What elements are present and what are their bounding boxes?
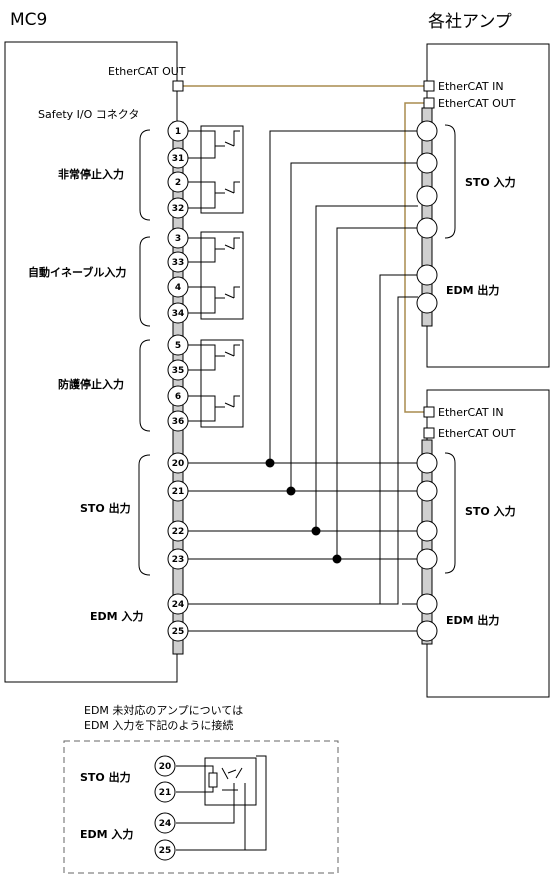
pin-23: 23 [167, 548, 189, 570]
svg-text:21: 21 [172, 487, 185, 497]
pin-5: 5 [167, 334, 189, 356]
junction-dots [265, 458, 342, 564]
svg-text:2: 2 [175, 178, 181, 188]
amp-title: 各社アンプ [428, 12, 512, 32]
pin-34: 34 [167, 302, 189, 324]
svg-text:33: 33 [172, 258, 185, 268]
amp1-sto-in-label: STO 入力 [465, 175, 516, 189]
svg-text:25: 25 [172, 627, 185, 637]
amp-terminals [416, 120, 438, 642]
amp2-ethercat-out-label: EtherCAT OUT [438, 427, 516, 440]
note-wiring [176, 755, 267, 851]
sto-wiring [188, 130, 418, 632]
controller-title: MC9 [10, 10, 47, 30]
svg-text:6: 6 [175, 392, 181, 402]
svg-text:21: 21 [159, 788, 172, 798]
svg-text:3: 3 [175, 234, 181, 244]
pin-1: 1 [167, 120, 189, 142]
note-edm-in-label: EDM 入力 [80, 827, 133, 841]
svg-text:20: 20 [159, 762, 172, 772]
pin-4: 4 [167, 276, 189, 298]
pin-2: 2 [167, 171, 189, 193]
amp2-ethercat-in-label: EtherCAT IN [438, 406, 504, 419]
ethercat-cable [182, 85, 424, 413]
svg-text:36: 36 [172, 417, 185, 427]
svg-text:32: 32 [172, 204, 185, 214]
pin-32: 32 [167, 197, 189, 219]
note-pins: 20 21 24 25 [154, 755, 176, 861]
pin-36: 36 [167, 410, 189, 432]
controller-box [4, 41, 178, 683]
note-sto-out-label: STO 出力 [80, 770, 131, 784]
svg-text:24: 24 [159, 819, 172, 829]
pin-21: 21 [167, 480, 189, 502]
note-line-2: EDM 入力を下記のように接続 [84, 718, 233, 732]
pin-6: 6 [167, 385, 189, 407]
amp1-ethercat-out-port [423, 97, 435, 109]
amp-brackets [444, 124, 456, 574]
sto-out-label: STO 出力 [80, 501, 131, 515]
svg-text:34: 34 [172, 309, 185, 319]
group-brackets [138, 129, 151, 576]
ethercat-out-port [172, 80, 184, 92]
amp1-ethercat-in-port [423, 80, 435, 92]
svg-text:24: 24 [172, 600, 185, 610]
pin-35: 35 [167, 359, 189, 381]
amp1-ethercat-in-label: EtherCAT IN [438, 80, 504, 93]
pin-31: 31 [167, 147, 189, 169]
emergency-stop-label: 非常停止入力 [58, 167, 124, 181]
amp2-edm-out-label: EDM 出力 [446, 613, 499, 627]
svg-text:35: 35 [172, 366, 185, 376]
note-line-1: EDM 未対応のアンプについては [84, 703, 243, 717]
svg-text:20: 20 [172, 459, 185, 469]
switch-contacts [188, 125, 244, 428]
auto-enable-label: 自動イネーブル入力 [28, 265, 126, 279]
pin-22: 22 [167, 520, 189, 542]
pin-24: 24 [167, 593, 189, 615]
note-pin-20: 20 [154, 755, 176, 777]
svg-text:31: 31 [172, 154, 185, 164]
pin-3: 3 [167, 227, 189, 249]
svg-text:22: 22 [172, 527, 185, 537]
note-pin-21: 21 [154, 781, 176, 803]
amp2-ethercat-in-port [423, 406, 435, 418]
pin-25: 25 [167, 620, 189, 642]
amp-rail-2 [421, 439, 433, 645]
note-pin-25: 25 [154, 839, 176, 861]
ethercat-out-label: EtherCAT OUT [108, 65, 186, 78]
svg-text:1: 1 [175, 127, 181, 137]
note-pin-24: 24 [154, 812, 176, 834]
svg-text:5: 5 [175, 341, 181, 351]
amp2-ethercat-out-port [423, 427, 435, 439]
edm-in-label: EDM 入力 [90, 609, 143, 623]
controller-pins: 1 31 2 32 3 33 4 34 5 35 6 36 20 21 22 2… [167, 120, 189, 642]
amp1-ethercat-out-label: EtherCAT OUT [438, 97, 516, 110]
pin-33: 33 [167, 251, 189, 273]
svg-text:23: 23 [172, 555, 185, 565]
note-box [63, 740, 339, 874]
amp1-edm-out-label: EDM 出力 [446, 283, 499, 297]
amp2-sto-in-label: STO 入力 [465, 504, 516, 518]
pin-20: 20 [167, 452, 189, 474]
guard-stop-label: 防護停止入力 [58, 377, 124, 391]
svg-text:25: 25 [159, 846, 172, 856]
svg-text:4: 4 [175, 283, 181, 293]
safety-connector-label: Safety I/O コネクタ [38, 108, 139, 121]
